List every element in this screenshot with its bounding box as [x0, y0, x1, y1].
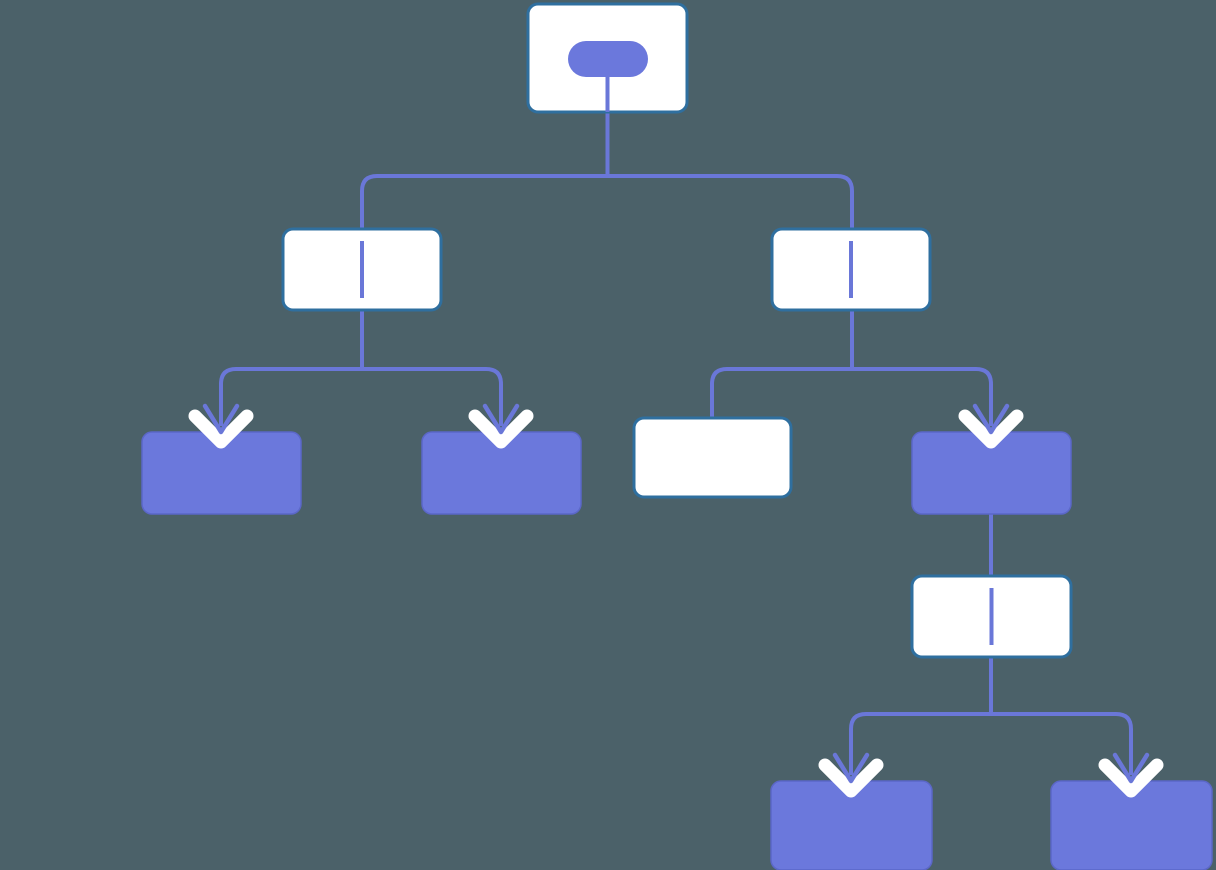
arrow-inner-chevron-icon	[972, 403, 1010, 435]
arrow-halo-chevron-icon	[818, 758, 884, 798]
node-box-white[interactable]	[632, 416, 793, 499]
edge-level2-right-to-node-d	[852, 367, 993, 426]
arrow-down-icon	[468, 403, 534, 449]
arrow-down-icon	[188, 403, 254, 449]
arrow-down-icon	[958, 403, 1024, 449]
edge-root-to-level2-left	[360, 174, 608, 229]
edges-layer	[219, 112, 1133, 775]
root-node[interactable]	[526, 2, 689, 114]
arrow-halo-chevron-icon	[958, 409, 1024, 449]
level2-right-node[interactable]	[770, 227, 932, 312]
nodes-layer	[141, 2, 1213, 870]
edge-level2-left-to-node-b	[362, 367, 503, 426]
arrow-inner-chevron-icon	[482, 403, 520, 435]
arrow-halo-chevron-icon	[468, 409, 534, 449]
edge-root-to-level2-right	[607, 174, 854, 229]
arrow-inner-chevron-icon	[1112, 752, 1150, 784]
arrows-layer	[188, 403, 1164, 798]
edge-level2-left-to-node-a	[219, 367, 362, 426]
level3-node-c[interactable]	[632, 416, 793, 499]
edge-level4-to-level5-left	[849, 712, 991, 775]
arrow-halo-chevron-icon	[1098, 758, 1164, 798]
level2-left-node[interactable]	[281, 227, 443, 312]
edge-level2-right-to-node-c	[710, 367, 852, 418]
arrow-halo-chevron-icon	[188, 409, 254, 449]
arrow-inner-chevron-icon	[202, 403, 240, 435]
node-inner-pill[interactable]	[568, 41, 648, 77]
arrow-down-icon	[1098, 752, 1164, 798]
arrow-inner-chevron-icon	[832, 752, 870, 784]
arrow-down-icon	[818, 752, 884, 798]
level4-node[interactable]	[910, 574, 1073, 659]
edge-level4-to-level5-right	[991, 712, 1133, 775]
